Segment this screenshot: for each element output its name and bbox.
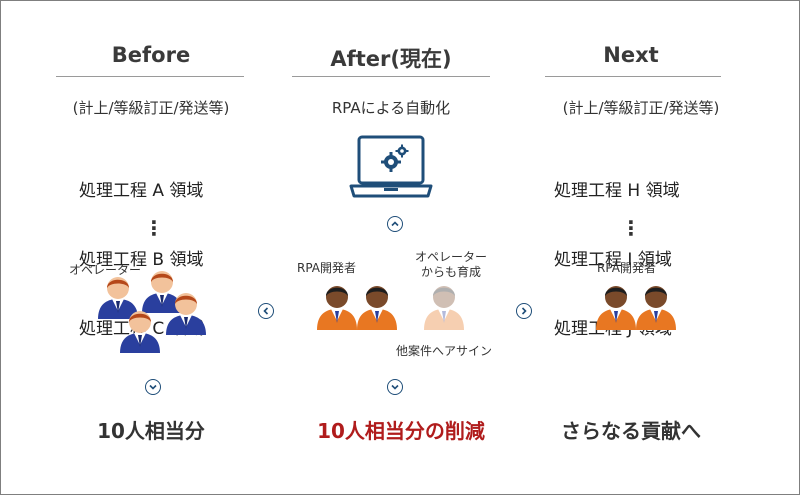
before-heading: Before	[111, 43, 191, 67]
after-people	[316, 284, 466, 332]
before-divider	[56, 76, 244, 77]
back-arrow-button	[258, 303, 274, 319]
next-divider	[545, 76, 721, 77]
after-heading: After(現在)	[330, 47, 452, 71]
person-icon	[98, 277, 138, 319]
after-assign-note: 他案件へアサイン	[396, 344, 493, 358]
person-icon	[596, 286, 636, 330]
after-divider	[292, 76, 490, 77]
chevron-up-icon	[391, 221, 399, 227]
next-people	[595, 284, 680, 332]
after-role-right-line2: からも育成	[420, 265, 481, 279]
next-result: さらなる貢献へ	[561, 419, 701, 443]
person-icon	[424, 286, 464, 330]
person-icon	[636, 286, 676, 330]
after-result: 10人相当分の削減	[317, 419, 485, 443]
after-role-left: RPA開発者	[297, 261, 357, 275]
before-ellipsis: ⋮	[144, 216, 164, 240]
chevron-left-icon	[263, 307, 269, 315]
person-icon	[357, 286, 397, 330]
next-arrow-button	[516, 303, 532, 319]
operator-group	[96, 269, 216, 359]
laptop-gears-icon	[346, 134, 436, 200]
before-down-button	[145, 379, 161, 395]
next-subtitle: (計上/等級訂正/発送等)	[562, 99, 720, 117]
before-role-label: オペレーター	[69, 263, 142, 277]
next-role-label: RPA開発者	[597, 261, 657, 275]
before-result: 10人相当分	[97, 419, 205, 443]
after-down-button	[387, 379, 403, 395]
chevron-down-icon	[391, 384, 399, 390]
before-subtitle: (計上/等級訂正/発送等)	[72, 99, 230, 117]
chevron-right-icon	[521, 307, 527, 315]
person-icon	[317, 286, 357, 330]
after-up-button	[387, 216, 403, 232]
next-process-item: 処理工程 H 領域	[554, 181, 680, 201]
next-process-item: 処理工程 I 領域	[554, 250, 672, 270]
after-role-right: オペレーター からも育成	[406, 250, 496, 280]
next-ellipsis: ⋮	[621, 216, 641, 240]
next-heading: Next	[603, 43, 659, 67]
before-process-item: 処理工程 A 領域	[79, 181, 204, 201]
after-subtitle: RPAによる自動化	[331, 99, 451, 117]
after-role-right-line1: オペレーター	[414, 250, 487, 264]
before-process-item: 処理工程 B 領域	[79, 250, 204, 270]
chevron-down-icon	[149, 384, 157, 390]
